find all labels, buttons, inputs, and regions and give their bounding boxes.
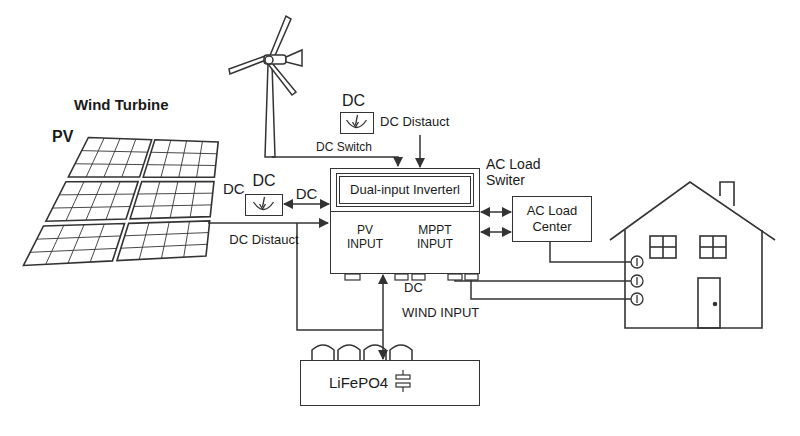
house	[610, 182, 775, 328]
panel-grid	[86, 182, 102, 220]
wires	[208, 157, 631, 330]
panel-grid	[53, 207, 130, 209]
inverter-box: Dual-input Inverterl PV INPUT MPPT INPUT	[330, 168, 480, 274]
panel-grid	[59, 194, 134, 196]
solar-panel	[46, 182, 138, 222]
text-label: DC	[404, 281, 423, 296]
switch-symbol	[246, 195, 281, 214]
divider-line	[331, 211, 479, 212]
inverter-title: Dual-input Inverterl	[350, 182, 460, 198]
text-label: PV	[52, 128, 73, 146]
solar-panel	[130, 181, 214, 218]
connector	[481, 231, 511, 233]
solar-panel	[23, 223, 124, 265]
panel-grid	[134, 205, 211, 207]
battery-box: LiFePO4	[300, 360, 480, 406]
panel-grid	[190, 181, 196, 217]
panel-grid	[197, 142, 203, 178]
panel-grid	[30, 248, 116, 252]
text-label: DC	[223, 180, 245, 197]
panel-grid	[122, 139, 136, 177]
port-label: PV INPUT	[341, 223, 389, 252]
connector	[419, 135, 421, 167]
panel-grid	[138, 193, 213, 195]
panel-grid	[66, 182, 84, 221]
input-port: PV INPUT	[341, 217, 389, 257]
port-label: MPPT INPUT	[411, 223, 459, 252]
panel-grid	[75, 163, 144, 165]
switch-box	[340, 112, 374, 134]
battery-symbol	[393, 370, 413, 394]
panel-grid	[121, 244, 207, 248]
panel-grid	[161, 140, 171, 177]
solar-panel	[143, 140, 218, 177]
outlets	[631, 256, 643, 305]
panel-grid	[151, 152, 217, 154]
inverter-terminals	[345, 274, 478, 280]
solar-panel	[117, 221, 210, 261]
panel-grid	[86, 138, 104, 177]
panel-grid	[90, 224, 104, 262]
connector	[481, 211, 511, 213]
switch-tag: DC	[342, 92, 365, 110]
panel-grid	[161, 222, 169, 258]
inverter-title-box: Dual-input Inverterl	[339, 176, 471, 204]
connector	[284, 203, 329, 205]
edge-label: DC	[294, 185, 320, 202]
text-label: DC Switch	[316, 141, 372, 155]
disconnect-node: DC DC Distauct	[340, 92, 452, 134]
panel-grid	[68, 225, 84, 263]
battery-label: LiFePO4	[329, 374, 388, 392]
load-center-label: AC Load Center	[516, 203, 588, 234]
panel-grid	[104, 139, 120, 177]
switch-symbol	[341, 113, 372, 132]
panel-grid	[150, 182, 160, 219]
panel-grid	[82, 151, 148, 153]
wind-turbine	[229, 16, 302, 157]
connector	[382, 275, 384, 359]
panel-grid	[125, 233, 209, 236]
battery-terminals	[312, 345, 412, 360]
solar-panel	[68, 137, 151, 177]
text-label: AC Load Switer	[486, 156, 570, 188]
switch-box	[245, 194, 283, 216]
panel-grid	[106, 182, 120, 220]
disconnect-label: DC Distauct	[222, 232, 306, 247]
panel-grid	[147, 164, 216, 166]
panel-grid	[184, 221, 190, 257]
panel-grid	[139, 223, 149, 260]
panel-grid	[179, 141, 187, 177]
input-port: MPPT INPUT	[411, 217, 459, 257]
disconnect-label: DC Distauct	[380, 114, 449, 129]
panel-grid	[37, 236, 121, 239]
pv-panels	[23, 137, 218, 265]
load-center-box: AC Load Center	[512, 196, 592, 242]
text-label: Wind Turbine	[74, 96, 169, 113]
panel-grid	[170, 182, 178, 218]
text-label: WIND INPUT	[402, 306, 479, 321]
panel-grid	[46, 225, 64, 264]
